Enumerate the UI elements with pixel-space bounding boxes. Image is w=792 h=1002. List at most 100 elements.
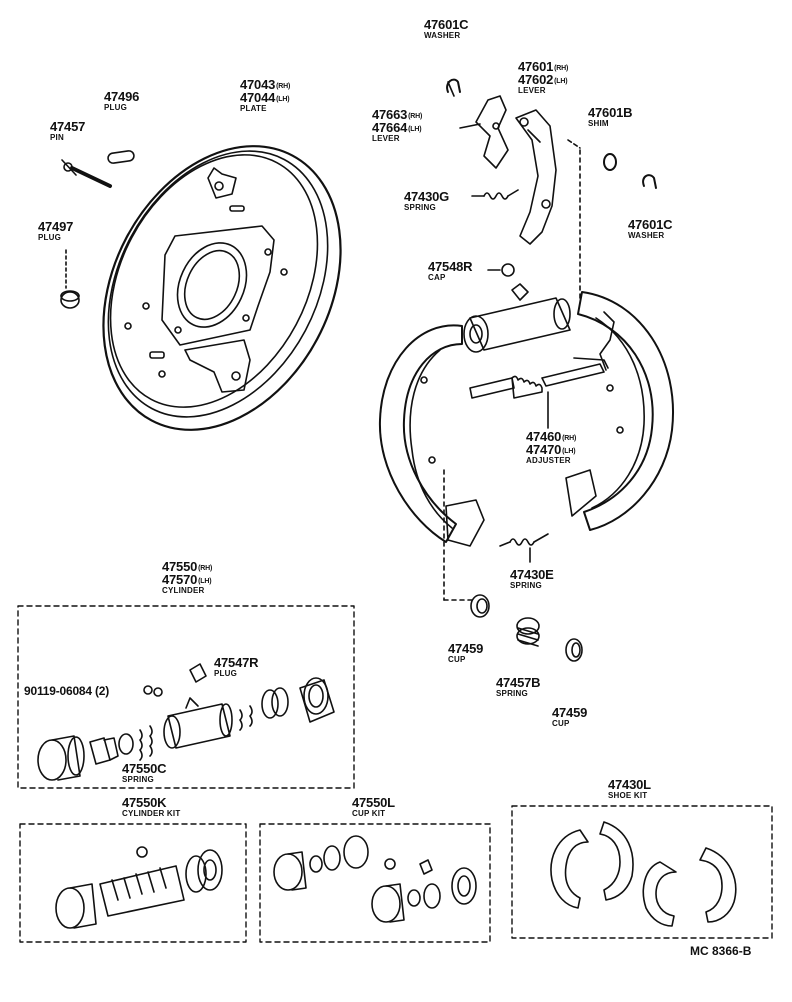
part-number-rh: 47601: [518, 59, 554, 74]
part-number: 47550L: [352, 795, 395, 810]
part-number-rh: 47663: [372, 107, 408, 122]
lever-main-part: [515, 109, 557, 245]
part-name: PLATE: [240, 104, 267, 113]
cylinder-box: [17, 605, 355, 789]
part-number: 47550C: [122, 761, 167, 776]
label-plug-top: 47496 PLUG: [104, 90, 139, 112]
part-name: PIN: [50, 133, 64, 142]
label-shim: 47601B SHIM: [588, 105, 633, 128]
washer-top-part: [446, 78, 461, 97]
part-name: CUP KIT: [352, 809, 386, 818]
part-number: 47548R: [428, 259, 473, 274]
part-number: 47497: [38, 219, 74, 234]
part-name: CUP: [552, 719, 570, 728]
label-spring-c: 47550C SPRING: [122, 761, 167, 784]
part-name: CUP: [448, 655, 466, 664]
part-number-lh: 47602: [518, 72, 554, 87]
label-cylinder-kit: 47550K CYLINDER KIT: [122, 796, 180, 818]
wheel-cylinder-assembly: [463, 283, 571, 353]
label-plate: 47043(RH) 47044(LH) PLATE: [240, 77, 291, 113]
label-adjuster: 47460(RH) 47470(LH) ADJUSTER: [526, 429, 577, 465]
brake-shoe-right: [565, 291, 674, 531]
plug-top-part: [107, 150, 135, 164]
part-name: SPRING: [404, 203, 436, 212]
label-plug-cyl: 47547R PLUG: [214, 655, 259, 678]
part-name: PLUG: [38, 233, 62, 242]
part-name: PLUG: [214, 669, 238, 678]
spring-b-part: [516, 617, 540, 647]
adjuster-part: [469, 357, 609, 429]
part-number: 47430G: [404, 189, 450, 204]
part-name: WASHER: [424, 31, 461, 40]
lever-small-part: [459, 95, 509, 169]
label-cup-right: 47459 CUP: [552, 706, 587, 728]
part-name: SPRING: [510, 581, 542, 590]
part-number: 47459: [448, 641, 484, 656]
part-number: 47547R: [214, 655, 259, 670]
label-lever-small: 47663(RH) 47664(LH) LEVER: [372, 107, 423, 143]
part-name: SHIM: [588, 119, 609, 128]
cup-kit-box: [259, 823, 491, 943]
label-spring-b: 47457B SPRING: [496, 675, 541, 698]
cup-kit-parts: [273, 835, 477, 923]
label-plug-left: 47497 PLUG: [38, 220, 73, 242]
part-number: 47459: [552, 705, 588, 720]
shim-part: [603, 153, 617, 171]
part-name: CYLINDER KIT: [122, 809, 181, 818]
part-number-rh: 47043: [240, 77, 276, 92]
part-number: 47430L: [608, 777, 651, 792]
diagram-reference: MC 8366-B: [690, 944, 752, 958]
cylinder-kit-parts: [55, 846, 223, 929]
leader-shim: [567, 139, 581, 149]
part-name: SHOE KIT: [608, 791, 648, 800]
label-cup-kit: 47550L CUP KIT: [352, 796, 395, 818]
part-name: ADJUSTER: [526, 456, 571, 465]
cylinder-exploded-parts: [37, 663, 335, 781]
label-lever-main: 47601(RH) 47602(LH) LEVER: [518, 59, 569, 95]
part-number-rh: 47460: [526, 429, 562, 444]
part-number: 47601B: [588, 105, 633, 120]
spring-g-part: [471, 189, 519, 200]
label-cylinder: 47550(RH) 47570(LH) CYLINDER: [162, 559, 213, 595]
washer-right-part: [642, 174, 657, 189]
part-name: SPRING: [122, 775, 154, 784]
label-washer-right: 47601C WASHER: [628, 217, 673, 240]
spring-e-part: [499, 533, 549, 563]
part-name: CAP: [428, 273, 446, 282]
part-number: 47601C: [628, 217, 673, 232]
label-cup-left: 47459 CUP: [448, 642, 483, 664]
part-number: 47457B: [496, 675, 541, 690]
part-name: SPRING: [496, 689, 528, 698]
label-spring-e: 47430E SPRING: [510, 568, 554, 590]
label-shoe-kit: 47430L SHOE KIT: [608, 778, 651, 800]
cup-right-part: [565, 638, 583, 662]
shoe-kit-box: [511, 805, 773, 939]
pin-part: [61, 159, 112, 188]
label-spring-g: 47430G SPRING: [404, 190, 449, 212]
shoe-kit-parts: [550, 821, 737, 927]
label-pin: 47457 PIN: [50, 120, 85, 142]
part-name: CYLINDER: [162, 586, 205, 595]
part-number: 47430E: [510, 567, 554, 582]
part-name: PLUG: [104, 103, 128, 112]
part-number-lh: 47044: [240, 90, 276, 105]
part-number: 47601C: [424, 17, 469, 32]
cap-part: [487, 263, 515, 277]
part-name: LEVER: [372, 134, 400, 143]
part-number: 47496: [104, 89, 140, 104]
part-number-lh: 47664: [372, 120, 408, 135]
cup-left-part: [470, 594, 490, 618]
part-name: LEVER: [518, 86, 546, 95]
part-number: 90119-06084 (2): [24, 684, 110, 698]
part-number: 47457: [50, 119, 86, 134]
label-bolt: 90119-06084 (2): [24, 685, 109, 697]
brake-shoe-left: [378, 324, 485, 547]
label-washer-top: 47601C WASHER: [424, 17, 469, 40]
part-number: 47550K: [122, 795, 167, 810]
plug-left-part: [60, 249, 80, 309]
part-number-rh: 47550: [162, 559, 198, 574]
part-number-lh: 47470: [526, 442, 562, 457]
part-name: WASHER: [628, 231, 665, 240]
part-number-lh: 47570: [162, 572, 198, 587]
